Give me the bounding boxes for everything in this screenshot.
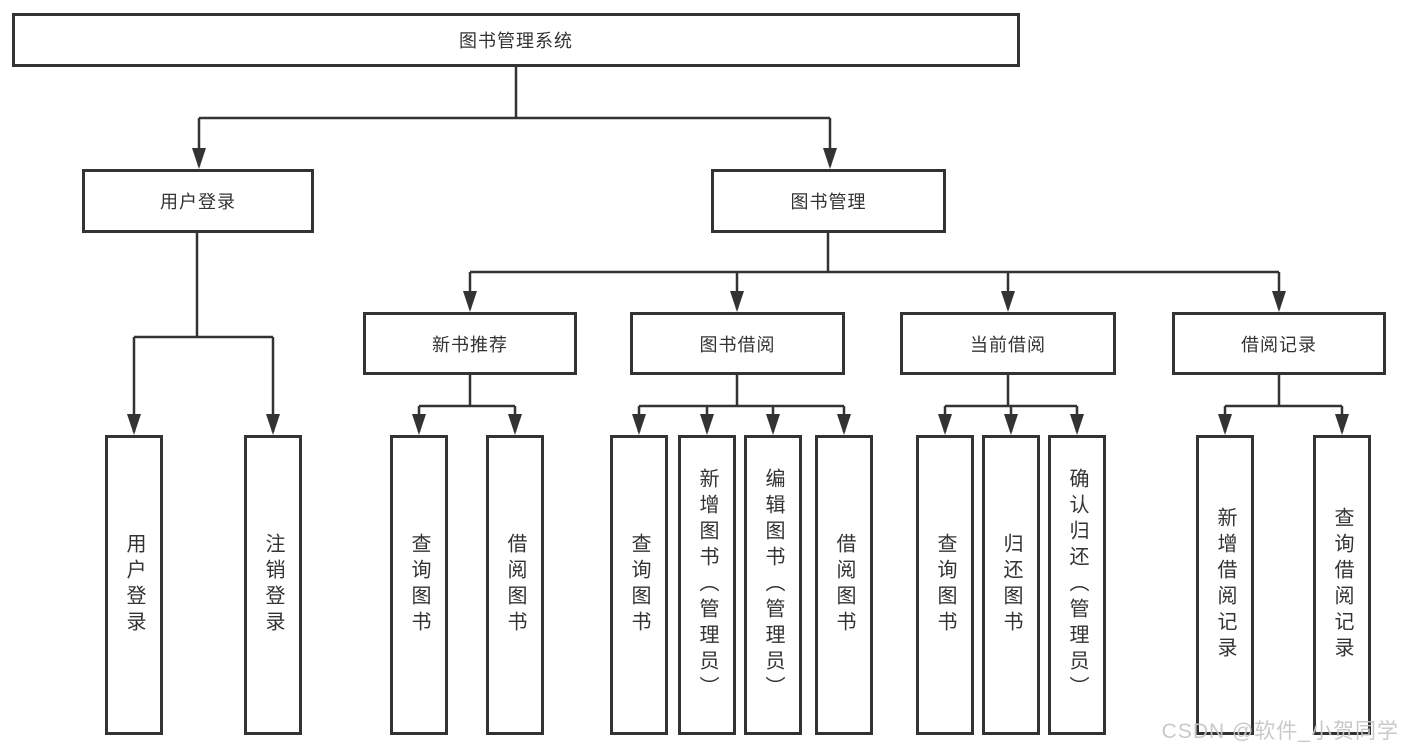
leaf-query-book-1-label: 查询图书 [408, 533, 430, 637]
leaf-query-book-3-label: 查询图书 [934, 533, 956, 637]
leaf-return-book-label: 归还图书 [1000, 533, 1022, 637]
leaf-edit-book-admin-label: 编辑图书（管理员） [762, 468, 784, 702]
node-root: 图书管理系统 [12, 13, 1020, 67]
watermark: CSDN @软件_小贺同学 [1161, 720, 1399, 743]
leaf-user-login-label: 用户登录 [123, 533, 145, 637]
leaf-query-book-2-label: 查询图书 [628, 533, 650, 637]
leaf-confirm-return-admin-label: 确认归还（管理员） [1066, 468, 1088, 702]
node-book-management-label: 图书管理 [790, 192, 867, 212]
node-new-book-recommendation-label: 新书推荐 [432, 334, 508, 355]
leaf-query-book-2: 查询图书 [610, 435, 668, 735]
leaf-borrow-book-2-label: 借阅图书 [833, 533, 855, 637]
node-book-borrowing-label: 图书借阅 [699, 334, 776, 355]
leaf-logout-label: 注销登录 [262, 533, 284, 637]
leaf-borrow-book-1: 借阅图书 [486, 435, 544, 735]
leaf-query-book-1: 查询图书 [390, 435, 448, 735]
node-book-borrowing: 图书借阅 [630, 312, 845, 375]
node-current-borrowing: 当前借阅 [900, 312, 1116, 375]
leaf-confirm-return-admin: 确认归还（管理员） [1048, 435, 1106, 735]
leaf-add-book-admin: 新增图书（管理员） [678, 435, 736, 735]
leaf-logout: 注销登录 [244, 435, 302, 735]
leaf-add-borrow-record-label: 新增借阅记录 [1214, 507, 1236, 663]
leaf-query-borrow-record-label: 查询借阅记录 [1331, 507, 1353, 663]
node-user-login-label: 用户登录 [160, 192, 236, 212]
node-new-book-recommendation: 新书推荐 [363, 312, 577, 375]
node-current-borrowing-label: 当前借阅 [970, 334, 1046, 355]
leaf-add-borrow-record: 新增借阅记录 [1196, 435, 1254, 735]
leaf-query-borrow-record: 查询借阅记录 [1313, 435, 1371, 735]
leaf-edit-book-admin: 编辑图书（管理员） [744, 435, 802, 735]
node-user-login: 用户登录 [82, 169, 314, 233]
node-borrowing-records-label: 借阅记录 [1241, 334, 1317, 355]
leaf-user-login: 用户登录 [105, 435, 163, 735]
leaf-borrow-book-2: 借阅图书 [815, 435, 873, 735]
leaf-return-book: 归还图书 [982, 435, 1040, 735]
node-root-label: 图书管理系统 [459, 31, 573, 51]
leaf-add-book-admin-label: 新增图书（管理员） [696, 468, 718, 702]
leaf-borrow-book-1-label: 借阅图书 [504, 533, 526, 637]
node-borrowing-records: 借阅记录 [1172, 312, 1386, 375]
node-book-management: 图书管理 [711, 169, 946, 233]
leaf-query-book-3: 查询图书 [916, 435, 974, 735]
